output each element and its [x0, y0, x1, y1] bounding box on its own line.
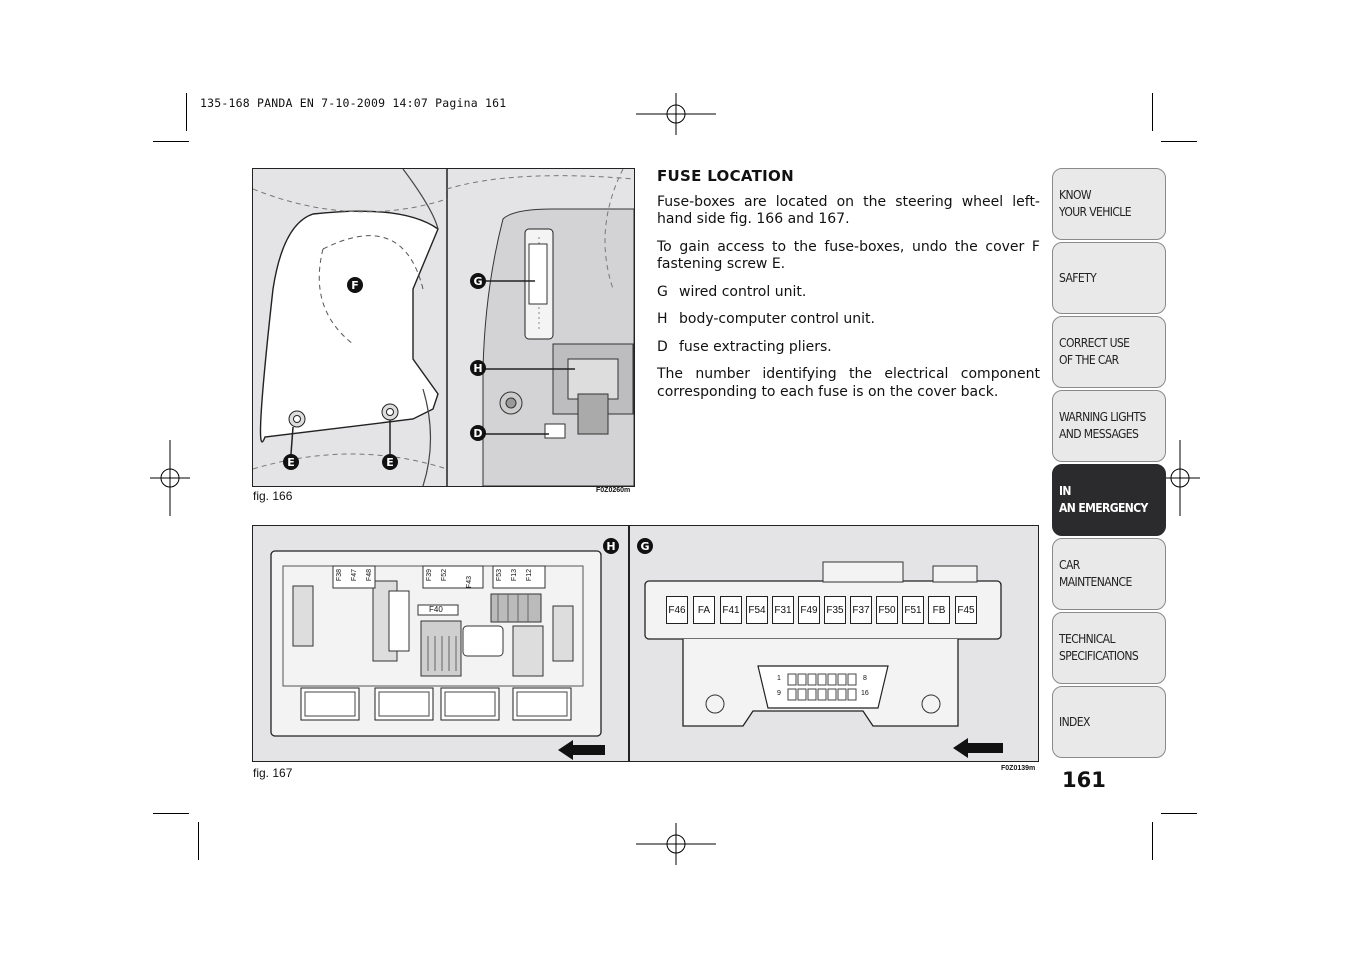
- steering-column-illustration: [253, 169, 634, 486]
- callout-h: H: [470, 360, 486, 376]
- fuse: F50: [876, 596, 898, 624]
- pin-label: 16: [861, 690, 869, 697]
- fuse: F45: [955, 596, 977, 624]
- list-item-key: D: [657, 338, 668, 355]
- paragraph: Fuse-boxes are located on the steering w…: [657, 193, 1040, 228]
- fuse: F46: [666, 596, 688, 624]
- tab-safety[interactable]: SAFETY: [1052, 242, 1166, 314]
- figure-167-code: F0Z0139m: [1001, 765, 1036, 772]
- fuse: F41: [720, 596, 742, 624]
- callout-e-right: E: [382, 454, 398, 470]
- pin-label: 1: [777, 675, 781, 682]
- tab-warning-lights[interactable]: WARNING LIGHTS AND MESSAGES: [1052, 390, 1166, 462]
- callout-d: D: [470, 425, 486, 441]
- callout-h: H: [603, 538, 619, 554]
- list-item: G wired control unit.: [657, 284, 1040, 302]
- callout-e-left: E: [283, 454, 299, 470]
- section-title: FUSE LOCATION: [657, 167, 794, 185]
- list-item-text: fuse extracting pliers.: [679, 338, 832, 355]
- fuse-box-diagram: [270, 526, 1003, 761]
- figure-166-code: F0Z0260m: [596, 487, 631, 494]
- pin-label: 9: [777, 690, 781, 697]
- pin-label: 8: [863, 675, 867, 682]
- paragraph: The number identifying the electrical co…: [657, 366, 1040, 400]
- figure-166: F E E G H D: [252, 168, 635, 487]
- fuse-label: F12: [526, 569, 533, 582]
- page-number: 161: [1062, 768, 1106, 792]
- fuse-label: F48: [366, 569, 373, 582]
- figure-167: F38 F47 F48 F39 F52 F43 F53 F13 F12 F40 …: [252, 525, 1039, 762]
- registration-mark-icon: [1160, 440, 1200, 516]
- fuse-label: F43: [466, 576, 473, 589]
- callout-g: G: [637, 538, 653, 554]
- list-item-text: wired control unit.: [679, 283, 807, 300]
- fuse: F51: [902, 596, 924, 624]
- fuse: F31: [772, 596, 794, 624]
- fuse-label: F52: [441, 569, 448, 582]
- fuse: F49: [798, 596, 820, 624]
- fuse: F37: [850, 596, 872, 624]
- fuse: FA: [693, 596, 715, 624]
- fuse-label: F13: [511, 569, 518, 582]
- tab-index[interactable]: INDEX: [1052, 686, 1166, 758]
- fuse-label-f40: F40: [429, 605, 443, 614]
- callout-g: G: [470, 273, 486, 289]
- figure-167-caption: fig. 167: [253, 766, 293, 780]
- registration-mark-icon: [636, 823, 716, 865]
- tab-in-an-emergency[interactable]: IN AN EMERGENCY: [1052, 464, 1166, 536]
- print-header: 135-168 PANDA EN 7-10-2009 14:07 Pagina …: [200, 96, 507, 110]
- list-item-key: G: [657, 283, 668, 300]
- tab-car-maintenance[interactable]: CAR MAINTENANCE: [1052, 538, 1166, 610]
- fuse: F54: [746, 596, 768, 624]
- fuse-label: F39: [426, 569, 433, 582]
- fuse: FB: [928, 596, 950, 624]
- list-item-text: body-computer control unit.: [679, 311, 875, 327]
- fuse-label: F53: [496, 569, 503, 582]
- figure-166-caption: fig. 166: [253, 489, 293, 503]
- fuse-label: F47: [351, 569, 358, 582]
- registration-mark-icon: [150, 440, 190, 516]
- paragraph: To gain access to the fuse-boxes, undo t…: [657, 238, 1040, 273]
- fuse: F35: [824, 596, 846, 624]
- tab-know-your-vehicle[interactable]: KNOW YOUR VEHICLE: [1052, 168, 1166, 240]
- callout-f: F: [347, 277, 363, 293]
- fuse-location-section: FUSE LOCATION Fuse-boxes are located on …: [657, 167, 1040, 411]
- fuse-label: F38: [336, 569, 343, 582]
- list-item-key: H: [657, 311, 668, 327]
- registration-mark-icon: [636, 93, 716, 135]
- list-item: D fuse extracting pliers.: [657, 339, 1040, 357]
- tab-correct-use[interactable]: CORRECT USE OF THE CAR: [1052, 316, 1166, 388]
- tab-technical-specifications[interactable]: TECHNICAL SPECIFICATIONS: [1052, 612, 1166, 684]
- list-item: H body-computer control unit.: [657, 311, 1040, 329]
